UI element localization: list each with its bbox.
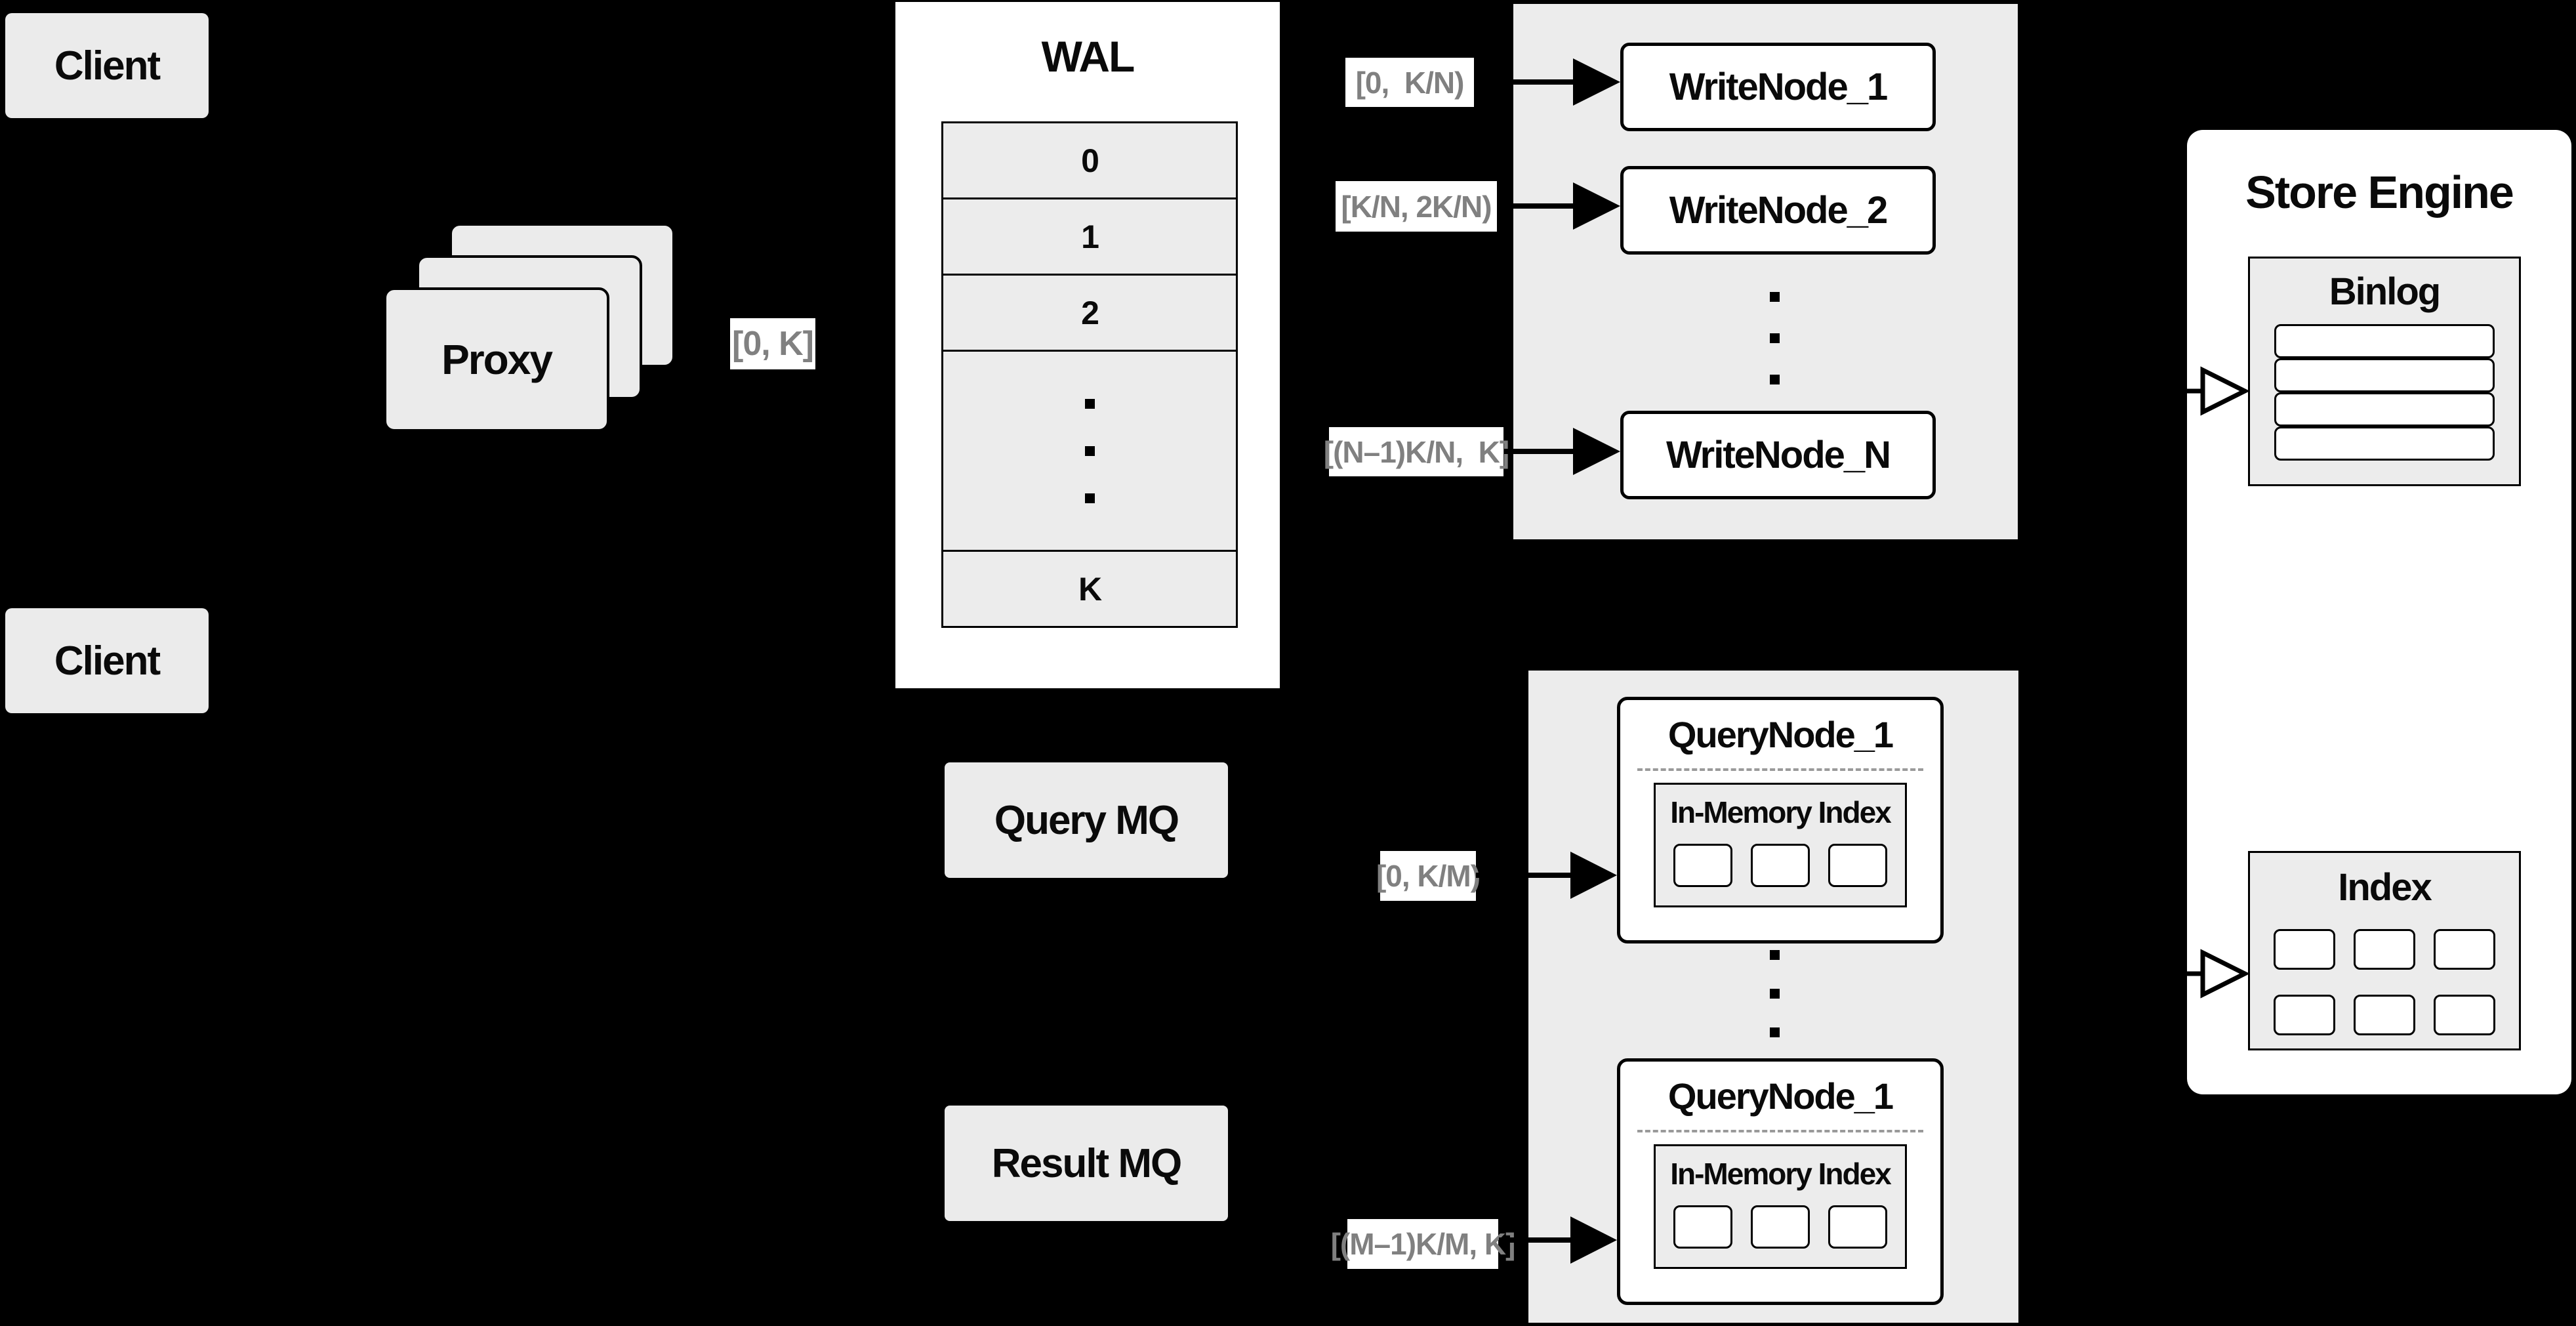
- inmemory-cell: [1828, 844, 1887, 887]
- index-title: Index: [2338, 865, 2432, 909]
- store-engine-title: Store Engine: [2245, 167, 2514, 218]
- query-node-1-cells: [1656, 844, 1905, 887]
- binlog-row: [2274, 358, 2495, 392]
- inmemory-cell: [1673, 844, 1732, 887]
- wal-table: 0 1 2 K: [941, 121, 1238, 628]
- client-bottom-label: Client: [54, 638, 161, 684]
- wal-row-k-label: K: [1078, 570, 1102, 608]
- wal-title: WAL: [1041, 32, 1135, 81]
- query-node-ellipsis-icon: [1770, 950, 1780, 1037]
- index-cell: [2434, 995, 2495, 1035]
- index-cell: [2274, 995, 2335, 1035]
- query-node-2-title: QueryNode_1: [1667, 1075, 1894, 1117]
- query-mq-box: Query MQ: [945, 762, 1228, 878]
- query-node-1-inmemory-box: In-Memory Index: [1654, 783, 1907, 907]
- binlog-row: [2274, 426, 2495, 461]
- client-bottom-box: Client: [5, 608, 209, 713]
- index-cells-row-2: [2250, 995, 2519, 1035]
- write-node-2-box: WriteNode_2: [1620, 166, 1936, 255]
- index-cell: [2354, 929, 2415, 970]
- range-chip-write-1: [0, K/N): [1345, 58, 1474, 107]
- wal-row-2: 2: [943, 274, 1236, 350]
- range-chip-query-first: [0, K/M): [1376, 851, 1481, 901]
- wal-title-wrap: WAL: [895, 20, 1280, 93]
- result-mq-label: Result MQ: [991, 1140, 1183, 1186]
- range-chip-query-last: [(M–1)K/M, K]: [1331, 1219, 1515, 1269]
- binlog-row: [2274, 324, 2495, 358]
- index-cell: [2274, 929, 2335, 970]
- write-node-1-box: WriteNode_1: [1620, 43, 1936, 131]
- client-top-label: Client: [54, 43, 161, 89]
- index-cell: [2354, 995, 2415, 1035]
- binlog-row: [2274, 392, 2495, 426]
- wal-row-k: K: [943, 550, 1236, 626]
- query-node-2-cells: [1656, 1205, 1905, 1249]
- write-node-n-box: WriteNode_N: [1620, 411, 1936, 499]
- inmemory-cell: [1751, 1205, 1810, 1249]
- wal-row-1: 1: [943, 197, 1236, 274]
- inmemory-cell: [1828, 1205, 1887, 1249]
- index-cell: [2434, 929, 2495, 970]
- query-node-2-box: QueryNode_1 In-Memory Index: [1617, 1058, 1944, 1305]
- wal-row-2-label: 2: [1081, 294, 1099, 331]
- index-box: Index: [2248, 851, 2521, 1050]
- proxy-box: Proxy: [384, 287, 609, 432]
- wal-row-1-label: 1: [1081, 218, 1099, 255]
- wal-ellipsis-icon: [1084, 398, 1095, 503]
- binlog-box: Binlog: [2248, 257, 2521, 486]
- write-node-ellipsis-icon: [1770, 292, 1780, 384]
- wal-row-0: 0: [943, 123, 1236, 197]
- store-engine-title-wrap: Store Engine: [2187, 156, 2571, 228]
- query-node-2-divider: [1637, 1130, 1923, 1132]
- inmemory-cell: [1751, 844, 1810, 887]
- proxy-label: Proxy: [441, 336, 553, 383]
- query-mq-label: Query MQ: [994, 797, 1179, 843]
- query-node-1-title: QueryNode_1: [1667, 713, 1894, 755]
- binlog-title: Binlog: [2329, 270, 2441, 313]
- write-node-1-label: WriteNode_1: [1669, 66, 1888, 108]
- query-node-1-divider: [1637, 768, 1923, 771]
- query-node-1-inmemory-title: In-Memory Index: [1670, 795, 1892, 829]
- range-chip-write-2: [K/N, 2K/N): [1336, 181, 1497, 232]
- wal-row-0-label: 0: [1081, 142, 1099, 179]
- write-node-n-label: WriteNode_N: [1666, 434, 1891, 476]
- range-chip-write-n: [(N–1)K/N, K]: [1324, 427, 1509, 476]
- store-engine-panel: Store Engine Binlog Index: [2187, 130, 2571, 1094]
- query-node-1-box: QueryNode_1 In-Memory Index: [1617, 697, 1944, 943]
- wal-panel: WAL 0 1 2 K: [895, 2, 1280, 688]
- query-node-2-inmemory-box: In-Memory Index: [1654, 1144, 1907, 1269]
- inmemory-cell: [1673, 1205, 1732, 1249]
- result-mq-box: Result MQ: [945, 1106, 1228, 1221]
- binlog-rows: [2250, 324, 2519, 461]
- range-chip-proxy-out: [0, K]: [730, 318, 815, 369]
- query-node-2-inmemory-title: In-Memory Index: [1670, 1157, 1892, 1191]
- index-cells-row-1: [2250, 929, 2519, 970]
- write-node-2-label: WriteNode_2: [1669, 189, 1888, 232]
- wal-row-ellipsis: [943, 350, 1236, 550]
- client-top-box: Client: [5, 13, 209, 118]
